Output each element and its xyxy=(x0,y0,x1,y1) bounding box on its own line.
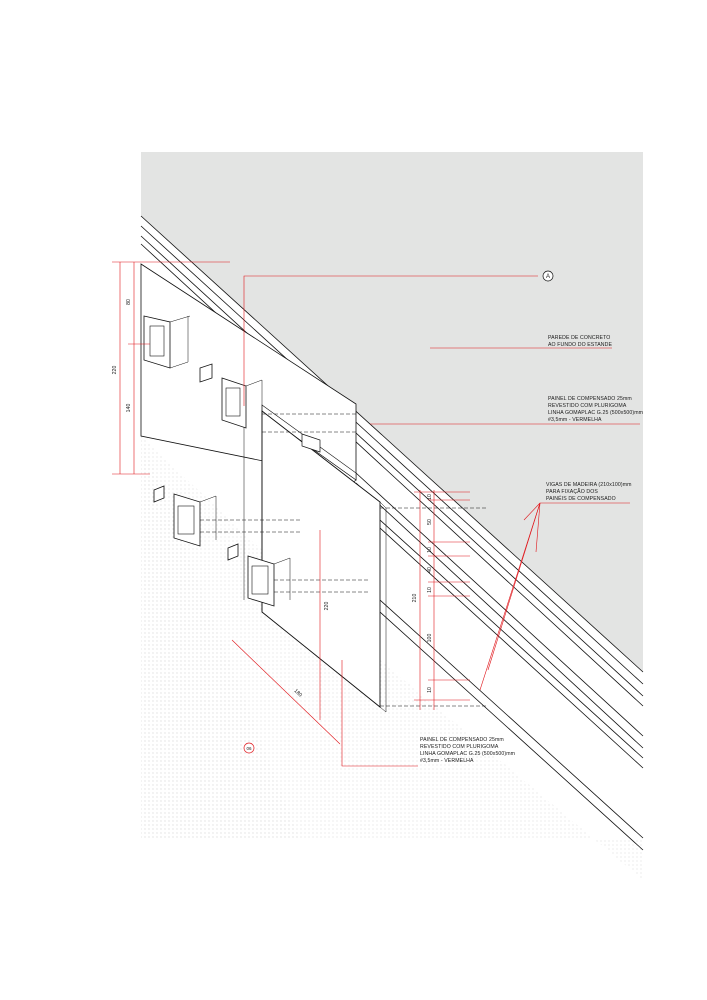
bracket-3 xyxy=(153,485,217,547)
svg-text:VIGAS DE MADEIRA (210x100)mm: VIGAS DE MADEIRA (210x100)mm xyxy=(546,482,632,488)
bracket-5 xyxy=(301,433,321,453)
svg-text:LINHA GOMAPLAC G.25 (500x500)m: LINHA GOMAPLAC G.25 (500x500)mm xyxy=(420,751,515,757)
detail-marker-06: 06 xyxy=(243,742,255,754)
concrete-wall xyxy=(141,152,643,672)
dim-right-seg-6: 100 xyxy=(427,634,433,643)
dim-right-seg-2: 50 xyxy=(427,519,433,525)
dim-right-seg-3: 10 xyxy=(427,547,433,553)
mounting-brackets xyxy=(143,315,321,607)
lower-plywood-panel xyxy=(243,405,387,713)
svg-text:LINHA GOMAPLAC G.25 (500x500)m: LINHA GOMAPLAC G.25 (500x500)mm xyxy=(548,410,643,416)
svg-text:PAINÉIS DE COMPENSADO: PAINÉIS DE COMPENSADO xyxy=(546,495,616,502)
dimension-labels: 220 80 140 210 10 50 10 40 10 100 10 220… xyxy=(112,299,433,699)
note-upper-panel: PAINEL DE COMPENSADO 25mm REVESTIDO COM … xyxy=(548,396,643,423)
svg-text:REVESTIDO COM PLURIGOMA: REVESTIDO COM PLURIGOMA xyxy=(548,403,627,409)
detail-marker-06-label: 06 xyxy=(246,746,252,751)
svg-text:#3,5mm - VERMELHA: #3,5mm - VERMELHA xyxy=(420,758,474,764)
dim-right-seg-5: 10 xyxy=(427,587,433,593)
right-dimension-chain xyxy=(414,490,470,710)
dim-panel-width: 180 xyxy=(292,688,302,698)
note-wood-beams: VIGAS DE MADEIRA (210x100)mm PARA FIXAÇÃ… xyxy=(546,482,632,502)
note-concrete-wall: PAREDE DE CONCRETO AO FUNDO DO ESTANDE xyxy=(548,335,612,348)
dim-right-seg-1: 10 xyxy=(427,494,433,500)
dim-right-seg-7: 10 xyxy=(427,687,433,693)
dim-left-bottom: 140 xyxy=(126,404,132,413)
svg-text:REVESTIDO COM PLURIGOMA: REVESTIDO COM PLURIGOMA xyxy=(420,744,499,750)
dim-right-seg-4: 40 xyxy=(427,567,433,573)
section-marker-a-label: A xyxy=(546,274,550,280)
leader-lines xyxy=(243,275,640,767)
dim-left-top: 80 xyxy=(126,299,132,305)
svg-text:AO FUNDO DO ESTANDE: AO FUNDO DO ESTANDE xyxy=(548,342,612,348)
dim-left-total: 220 xyxy=(112,366,118,375)
dim-right-total: 210 xyxy=(412,594,418,603)
bracket-4 xyxy=(227,543,291,607)
svg-text:PAINEL DE COMPENSADO 25mm: PAINEL DE COMPENSADO 25mm xyxy=(420,737,504,743)
left-dimension-chain xyxy=(112,261,230,475)
dim-panel-height: 220 xyxy=(324,602,330,611)
panel-dimensions xyxy=(231,530,341,745)
svg-text:PAINEL DE COMPENSADO 25mm: PAINEL DE COMPENSADO 25mm xyxy=(548,396,632,402)
bracket-2 xyxy=(199,363,263,429)
section-marker-a: A xyxy=(542,270,554,282)
note-lower-panel: PAINEL DE COMPENSADO 25mm REVESTIDO COM … xyxy=(420,737,515,764)
svg-text:PAREDE DE CONCRETO: PAREDE DE CONCRETO xyxy=(548,335,610,341)
bracket-1 xyxy=(143,315,191,369)
svg-text:PARA FIXAÇÃO DOS: PARA FIXAÇÃO DOS xyxy=(546,488,598,495)
svg-text:#3,5mm - VERMELHA: #3,5mm - VERMELHA xyxy=(548,417,602,423)
